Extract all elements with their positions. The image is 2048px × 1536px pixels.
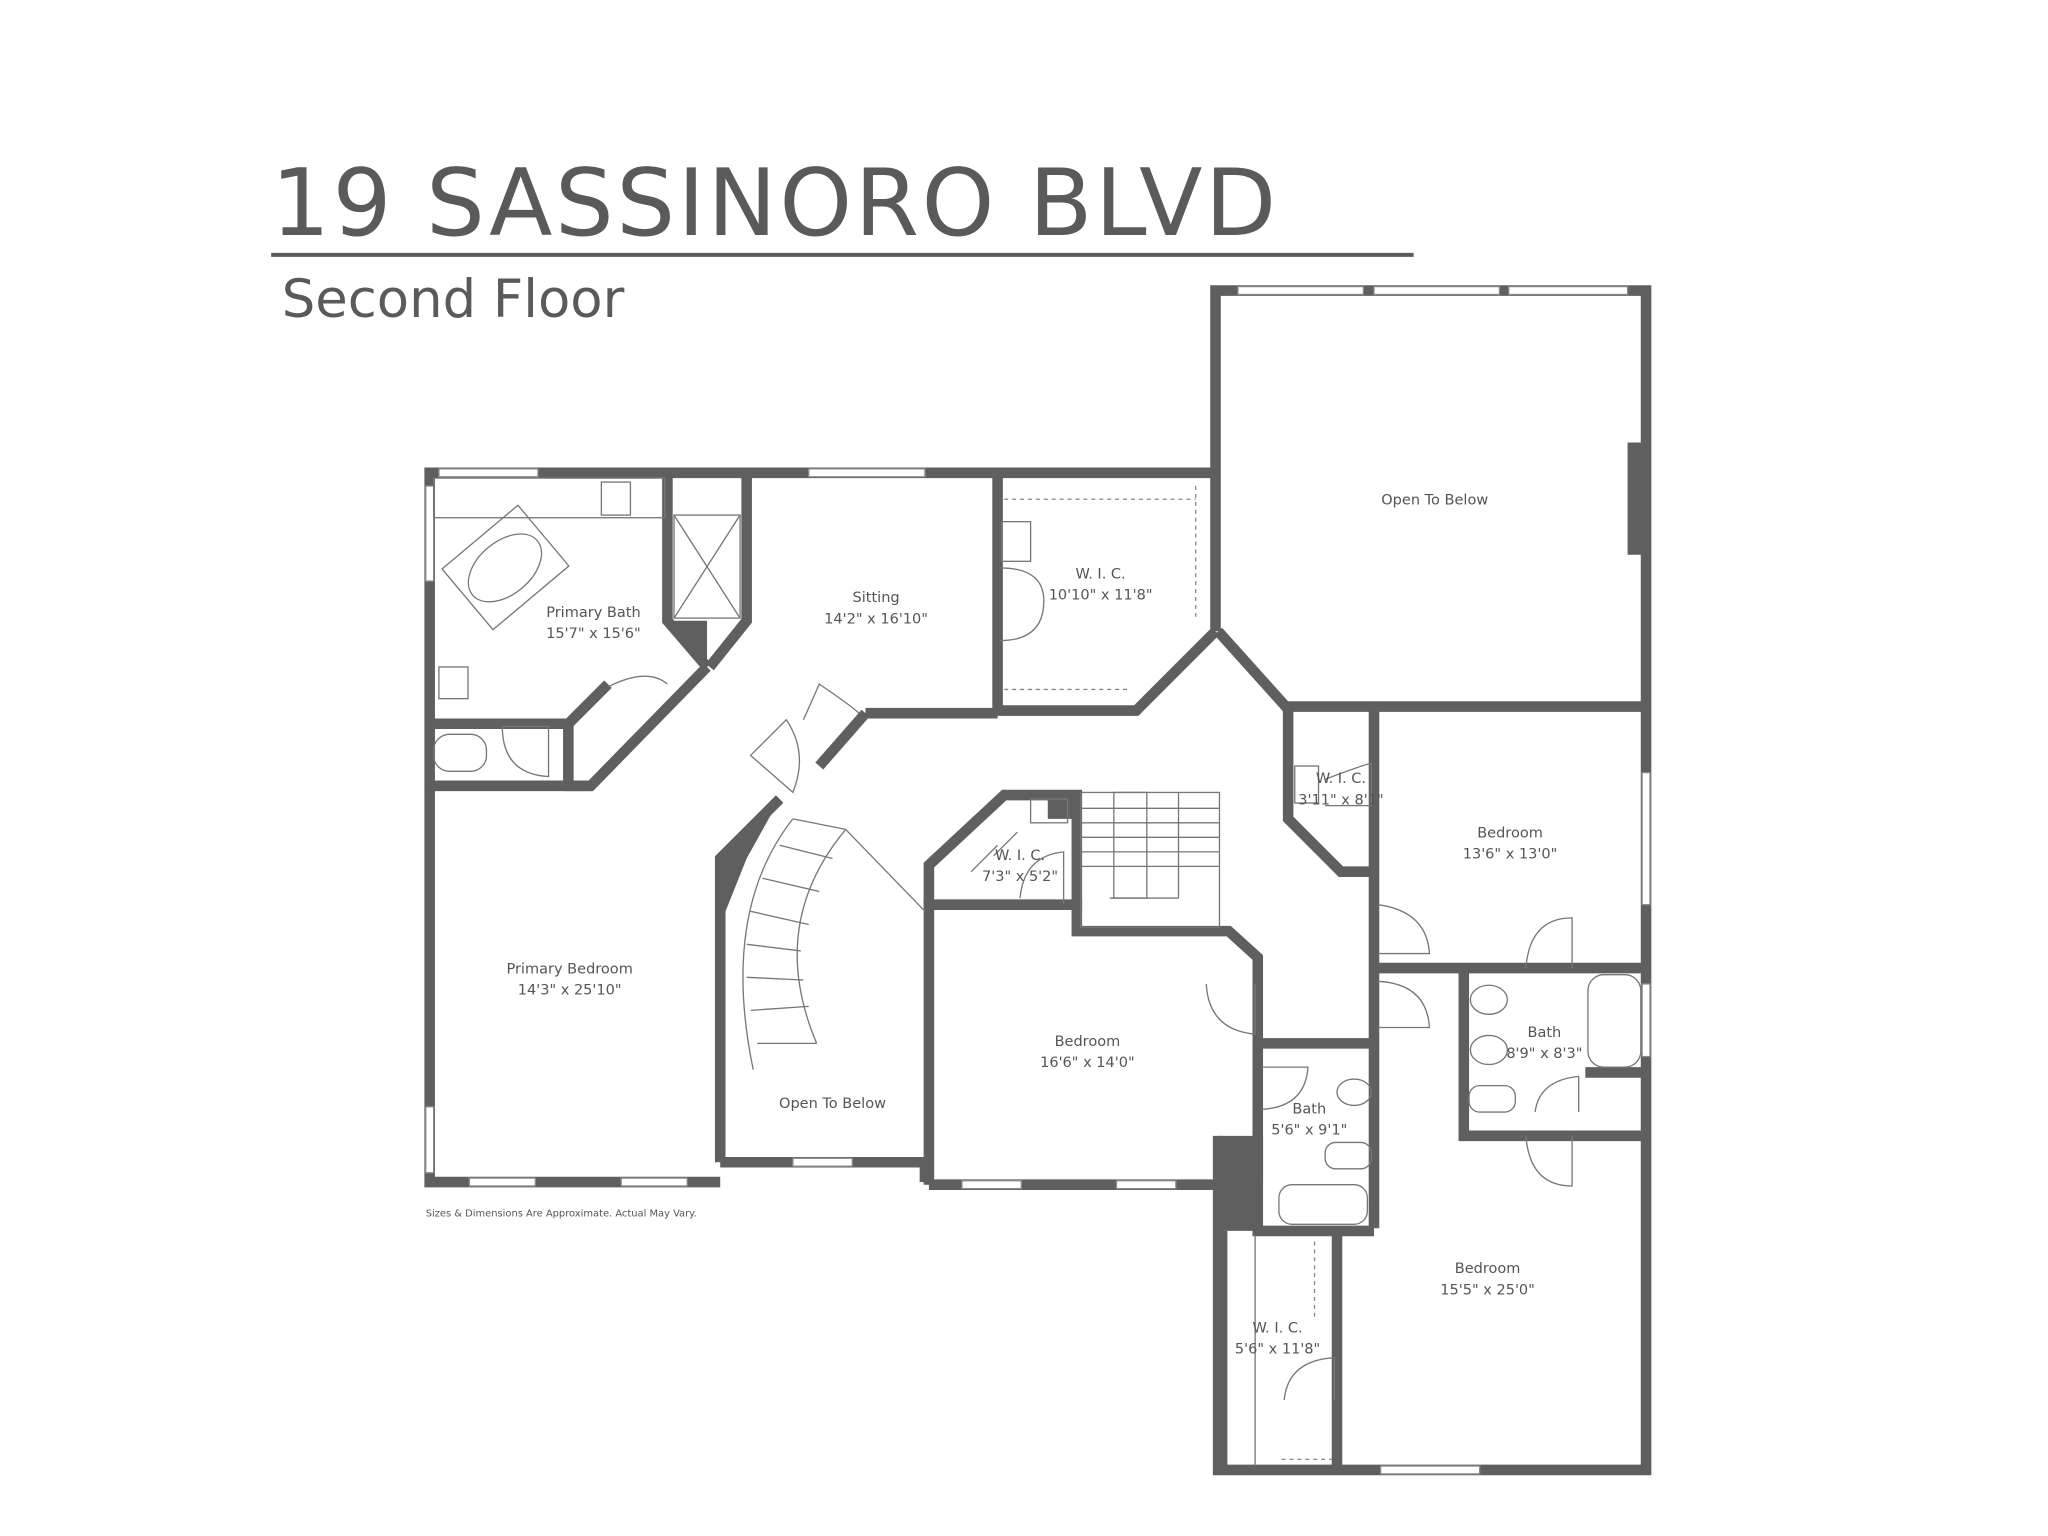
room-wic-3: W. I. C. 7'3" x 5'2" [982,848,1058,885]
svg-text:16'6" x 14'0": 16'6" x 14'0" [1040,1055,1135,1071]
svg-text:W. I. C.: W. I. C. [1252,1321,1302,1337]
room-wic-2: W. I. C. 3'11" x 8'1" [1298,771,1383,808]
room-bedroom-3: Bedroom 15'5" x 25'0" [1440,1261,1535,1298]
svg-text:Primary Bedroom: Primary Bedroom [506,961,632,977]
fireplace [1627,442,1647,555]
svg-text:W. I. C.: W. I. C. [1076,566,1126,582]
wall-mass [1047,795,1077,819]
svg-text:Bedroom: Bedroom [1477,825,1543,841]
disclaimer: Sizes & Dimensions Are Approximate. Actu… [426,1208,697,1219]
room-bath-2: Bath 5'6" x 9'1" [1271,1101,1347,1138]
wall-mass [1218,1135,1258,1231]
room-labels: Primary Bath 15'7" x 15'6" Sitting 14'2" x… [506,493,1582,1358]
room-bath-1: Bath 8'9" x 8'3" [1506,1025,1582,1062]
wall-mass [667,620,708,667]
room-primary-bath: Primary Bath 15'7" x 15'6" [546,605,641,642]
svg-text:14'3" x 25'10": 14'3" x 25'10" [518,983,622,999]
svg-text:W. I. C.: W. I. C. [995,848,1045,864]
floor-subtitle: Second Floor [282,269,625,330]
fixtures [432,477,1642,1467]
svg-text:Bedroom: Bedroom [1055,1034,1121,1050]
windows [425,285,1651,1475]
svg-text:Sitting: Sitting [853,590,900,606]
page-title: 19 SASSINORO BLVD [271,149,1279,257]
svg-text:5'6" x 9'1": 5'6" x 9'1" [1271,1123,1347,1139]
room-wic-4: W. I. C. 5'6" x 11'8" [1235,1321,1320,1358]
svg-text:Bath: Bath [1527,1025,1561,1041]
svg-text:15'5" x 25'0": 15'5" x 25'0" [1440,1282,1535,1298]
svg-text:Open To Below: Open To Below [1381,493,1488,509]
svg-text:13'6" x 13'0": 13'6" x 13'0" [1463,846,1558,862]
svg-text:7'3" x 5'2": 7'3" x 5'2" [982,869,1058,885]
room-open-to-below-2: Open To Below [779,1096,886,1112]
svg-text:Bedroom: Bedroom [1455,1261,1521,1277]
svg-text:W. I. C.: W. I. C. [1316,771,1366,787]
svg-text:3'11" x 8'1": 3'11" x 8'1" [1298,792,1383,808]
svg-text:Primary Bath: Primary Bath [546,605,640,621]
svg-text:15'7" x 15'6": 15'7" x 15'6" [546,626,641,642]
svg-text:Open To Below: Open To Below [779,1096,886,1112]
room-bedroom-2: Bedroom 16'6" x 14'0" [1040,1034,1135,1071]
room-primary-bedroom: Primary Bedroom 14'3" x 25'10" [506,961,632,998]
wall-mass [720,799,780,925]
svg-text:5'6" x 11'8": 5'6" x 11'8" [1235,1342,1320,1358]
svg-text:14'2" x 16'10": 14'2" x 16'10" [824,611,928,627]
room-bedroom-1: Bedroom 13'6" x 13'0" [1463,825,1558,862]
svg-text:8'9" x 8'3": 8'9" x 8'3" [1506,1046,1582,1062]
room-open-to-below-1: Open To Below [1381,493,1488,509]
room-wic-1: W. I. C. 10'10" x 11'8" [1049,566,1153,603]
svg-text:Bath: Bath [1292,1101,1326,1117]
svg-text:10'10" x 11'8": 10'10" x 11'8" [1049,588,1153,604]
room-sitting: Sitting 14'2" x 16'10" [824,590,928,627]
